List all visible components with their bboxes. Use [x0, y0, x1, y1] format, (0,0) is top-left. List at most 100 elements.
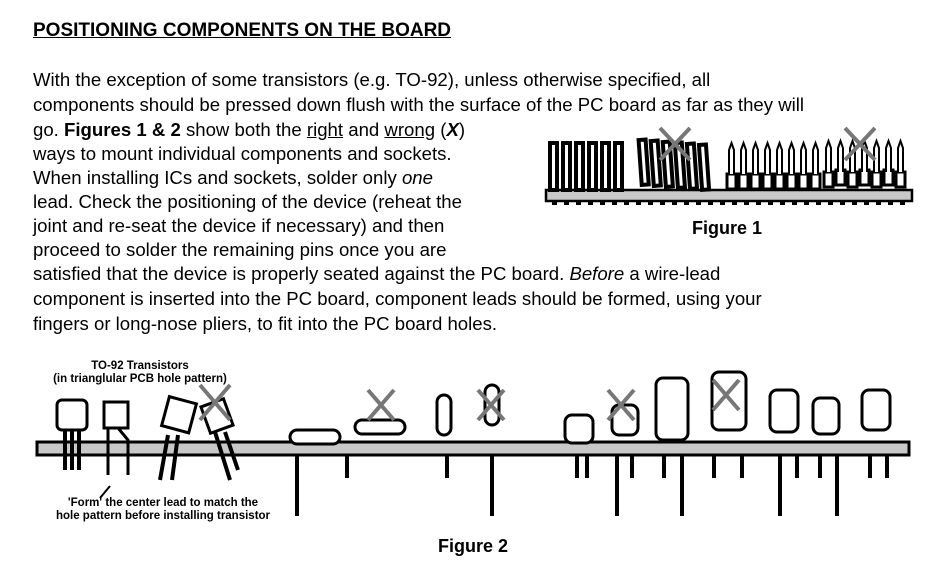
wrong-x-icon	[606, 388, 636, 422]
para-line: joint and re-seat the device if necessar…	[33, 215, 445, 236]
drawing-part	[876, 202, 881, 205]
drawing-part	[613, 141, 624, 192]
drawing-part	[345, 456, 349, 478]
drawing-part	[870, 170, 883, 189]
drawing-part	[749, 172, 762, 191]
drawing-part	[728, 140, 735, 174]
wrong-x-icon	[711, 378, 741, 412]
para-line: proceed to solder the remaining pins onc…	[33, 239, 447, 260]
drawing-part	[756, 202, 761, 205]
drawing-part	[846, 170, 859, 189]
drawing-part	[712, 456, 716, 478]
wrong-x-icon	[476, 388, 506, 422]
drawing-part	[778, 456, 782, 516]
drawing-part	[159, 394, 199, 435]
drawing-part	[574, 141, 585, 192]
drawing-part	[732, 202, 737, 205]
drawing-part	[564, 202, 569, 205]
text: 'Form' the center lead to match the	[67, 497, 259, 509]
drawing-part	[752, 140, 759, 174]
drawing-part	[490, 456, 494, 516]
drawing-part	[811, 396, 841, 436]
drawing-part	[353, 418, 407, 436]
text: satisfied that the device is properly se…	[33, 263, 570, 284]
section-title: POSITIONING COMPONENTS ON THE BOARD	[33, 20, 452, 41]
drawing-part	[636, 137, 651, 188]
text: )	[458, 119, 466, 140]
text: a wire-lead	[624, 263, 721, 284]
drawing-part	[624, 202, 629, 205]
drawing-part	[295, 456, 299, 516]
text: Before	[569, 263, 625, 284]
drawing-part	[858, 168, 871, 187]
figure-2-drawing	[35, 370, 911, 516]
drawing-part	[552, 202, 557, 205]
drawing-part	[818, 456, 822, 478]
drawing-part	[788, 140, 795, 174]
transistor-label: TO-92 Transistors(in trianglular PCB hol…	[40, 360, 240, 386]
figure-1-drawing	[544, 126, 914, 205]
drawing-part	[800, 140, 807, 174]
drawing-part	[761, 172, 774, 191]
drawing-part	[860, 388, 892, 432]
drawing-part	[764, 140, 771, 174]
drawing-part	[445, 456, 449, 478]
drawing-part	[561, 141, 572, 192]
drawing-part	[768, 202, 773, 205]
drawing-part	[55, 398, 89, 432]
drawing-part	[288, 428, 342, 446]
drawing-part	[662, 456, 666, 478]
drawing-part	[563, 413, 595, 445]
drawing-part	[77, 430, 81, 470]
drawing-part	[737, 172, 750, 191]
text: right	[306, 119, 344, 140]
wrong-x-icon	[198, 383, 232, 422]
drawing-part	[660, 202, 665, 205]
text: When installing ICs and sockets, solder …	[33, 167, 402, 188]
drawing-part	[600, 202, 605, 205]
drawing-part	[882, 168, 895, 187]
para-line: With the exception of some transistors (…	[33, 69, 711, 90]
drawing-part	[63, 430, 67, 470]
drawing-part	[648, 202, 653, 205]
figure-1-caption: Figure 1	[692, 218, 763, 238]
drawing-part	[708, 202, 713, 205]
drawing-part	[894, 170, 907, 189]
drawing-part	[837, 138, 844, 172]
text: hole pattern before installing transisto…	[55, 510, 271, 522]
drawing-part	[897, 138, 904, 172]
drawing-part	[785, 172, 798, 191]
drawing-part	[835, 456, 839, 516]
para-line: lead. Check the positioning of the devic…	[33, 191, 462, 212]
drawing-part	[615, 456, 619, 516]
wrong-x-icon	[843, 126, 877, 162]
drawing-part	[102, 400, 130, 430]
drawing-part	[744, 202, 749, 205]
drawing-part	[768, 388, 800, 434]
drawing-part	[720, 202, 725, 205]
para-line: components should be pressed down flush …	[33, 94, 805, 115]
drawing-part	[864, 202, 869, 205]
drawing-part	[776, 140, 783, 174]
drawing-part	[610, 403, 640, 437]
drawing-part	[828, 202, 833, 205]
text: and	[343, 119, 385, 140]
drawing-part	[548, 141, 559, 192]
figure-2-caption: Figure 2	[438, 536, 509, 556]
drawing-part	[900, 202, 905, 205]
drawing-part	[630, 456, 634, 478]
drawing-part	[795, 456, 799, 478]
text: (	[435, 119, 447, 140]
drawing-part	[588, 202, 593, 205]
drawing-part	[654, 376, 690, 442]
drawing-part	[99, 485, 111, 499]
text: X	[446, 119, 459, 140]
para-line: go. Figures 1 & 2 show both the right an…	[33, 119, 465, 141]
drawing-part	[773, 172, 786, 191]
drawing-part	[888, 202, 893, 205]
drawing-part	[809, 172, 822, 191]
para-line: fingers or long-nose pliers, to fit into…	[33, 313, 498, 334]
